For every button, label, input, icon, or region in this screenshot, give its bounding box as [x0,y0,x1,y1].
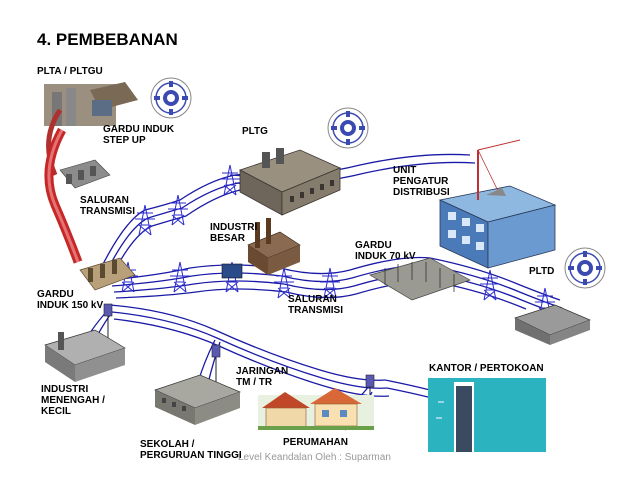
label-pltd: PLTD [529,266,555,277]
logo-seal [150,77,192,119]
label-saluran-transmisi-1: SALURAN TRANSMISI [80,195,135,217]
label-perumahan: PERUMAHAN [283,437,348,448]
sekolah-illustration [154,374,241,425]
unit-pengatur-building [438,139,557,269]
label-jaringan: JARINGAN TM / TR [236,366,289,388]
label-gardu-step-up: GARDU INDUK STEP UP [103,124,175,146]
gardu-150-illustration [79,257,136,291]
logo-seal [327,107,369,149]
label-kantor: KANTOR / PERTOKOAN [429,363,544,374]
label-industri-besar: INDUSTRI BESAR [210,222,258,244]
pltg-building-illustration [238,148,342,216]
kantor-illustration [428,378,546,452]
gardu-70-illustration [369,257,471,301]
pltd-building-illustration [514,304,591,345]
perumahan-illustration [258,388,374,430]
label-saluran-transmisi-2: SALURAN TRANSMISI [288,294,343,316]
label-unit-pengatur: UNIT PENGATUR DISTRIBUSI [393,165,450,198]
page-title: 4. PEMBEBANAN [37,30,178,49]
industri-besar-illustration [221,218,301,279]
gardu-step-up-illustration [59,159,111,189]
industri-menengah-illustration [44,329,126,382]
plta-plant-illustration [44,82,138,176]
label-gardu-150: GARDU INDUK 150 kV [37,289,104,311]
transmission-lines [79,153,565,431]
logo-seal [564,247,606,289]
label-sekolah: SEKOLAH / PERGURUAN TINGGI [140,439,242,461]
label-industri-menengah: INDUSTRI MENENGAH / KECIL [41,384,105,417]
label-gardu-70: GARDU INDUK 70 kV [355,240,416,262]
footer-credit: Level Keandalan Oleh : Suparman [238,452,391,463]
label-pltg: PLTG [242,126,268,137]
label-plta: PLTA / PLTGU [37,66,103,77]
